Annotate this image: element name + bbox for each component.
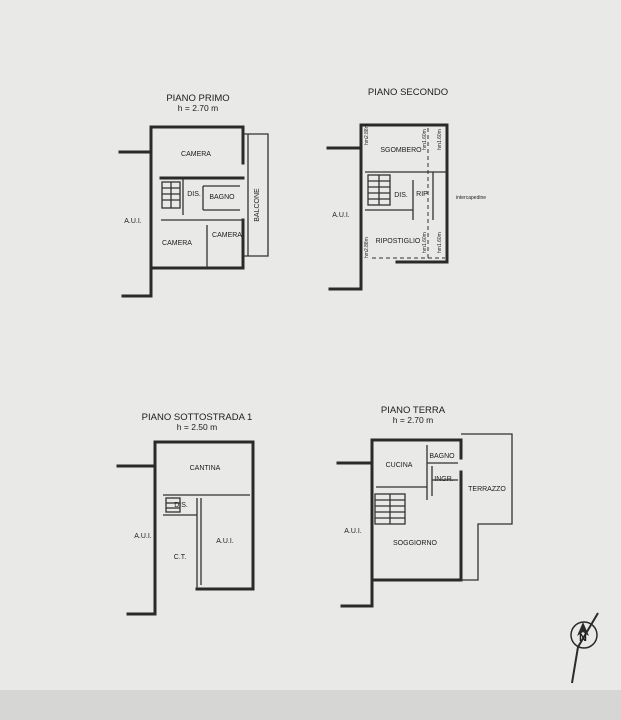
- plan-title: PIANO TERRA: [381, 405, 446, 416]
- room-label-cantina: CANTINA: [190, 465, 221, 472]
- plan-walls: [326, 123, 449, 291]
- room-label-aui: A.U.I.: [134, 533, 152, 540]
- plan-piano-terra: PIANO TERRA h = 2.70 m CUCINA BAGNO: [336, 405, 513, 608]
- room-label-intercapedine: intercapedine: [456, 195, 486, 201]
- room-label-camera: CAMERA: [162, 240, 192, 247]
- plan-piano-primo: PIANO PRIMO h = 2.70 m CAM: [118, 93, 269, 298]
- plan-height: h = 2.70 m: [393, 415, 433, 425]
- height-label: hm2.88m: [364, 237, 370, 258]
- room-label-rip: RIP: [416, 191, 428, 198]
- north-arrow-icon: N: [570, 612, 599, 684]
- plan-height: h = 2.70 m: [178, 103, 218, 113]
- room-label-camera: CAMERA: [212, 232, 242, 239]
- room-label-sgombero: SGOMBERO: [380, 147, 422, 154]
- height-label: hm1.60m: [437, 129, 443, 150]
- plan-title: PIANO SOTTOSTRADA 1: [142, 412, 253, 423]
- room-label-ingr: INGR.: [434, 476, 454, 483]
- height-label: hm1.60m: [437, 232, 443, 253]
- height-label: hm1.60m: [422, 232, 428, 253]
- plan-walls: [336, 433, 513, 608]
- room-label-ct: C.T.: [174, 554, 187, 561]
- plan-title: PIANO PRIMO: [166, 93, 229, 104]
- plan-piano-sottostrada: PIANO SOTTOSTRADA 1 h = 2.50 m CANTINA D…: [116, 412, 255, 616]
- room-label-balcone: BALCONE: [254, 188, 261, 222]
- room-label-aui: A.U.I.: [216, 538, 234, 545]
- plan-title: PIANO SECONDO: [368, 87, 448, 98]
- room-label-aui: A.U.I.: [332, 212, 350, 219]
- north-letter: N: [579, 632, 587, 644]
- room-label-dis: DIS.: [187, 191, 201, 198]
- room-label-camera: CAMERA: [181, 151, 211, 158]
- room-label-ripostiglio: RIPOSTIGLIO: [376, 238, 421, 245]
- room-label-cucina: CUCINA: [386, 462, 413, 469]
- height-label: hm2.88m: [364, 124, 370, 145]
- plan-piano-secondo: PIANO SECONDO SGOMBERO DIS. RIP RIPOSTIG…: [326, 87, 486, 291]
- plan-walls: [116, 440, 255, 616]
- room-label-terrazzo: TERRAZZO: [468, 486, 506, 493]
- height-label: hm1.60m: [422, 129, 428, 150]
- plan-height: h = 2.50 m: [177, 422, 217, 432]
- room-label-aui: A.U.I.: [124, 218, 142, 225]
- room-label-dis: DIS.: [174, 502, 188, 509]
- plan-walls: [118, 125, 269, 298]
- room-label-aui: A.U.I.: [344, 528, 362, 535]
- room-label-dis: DIS.: [394, 192, 408, 199]
- room-label-bagno: BAGNO: [429, 453, 455, 460]
- room-label-bagno: BAGNO: [209, 194, 235, 201]
- room-label-soggiorno: SOGGIORNO: [393, 540, 438, 547]
- paper-bottom-shadow: [0, 690, 621, 720]
